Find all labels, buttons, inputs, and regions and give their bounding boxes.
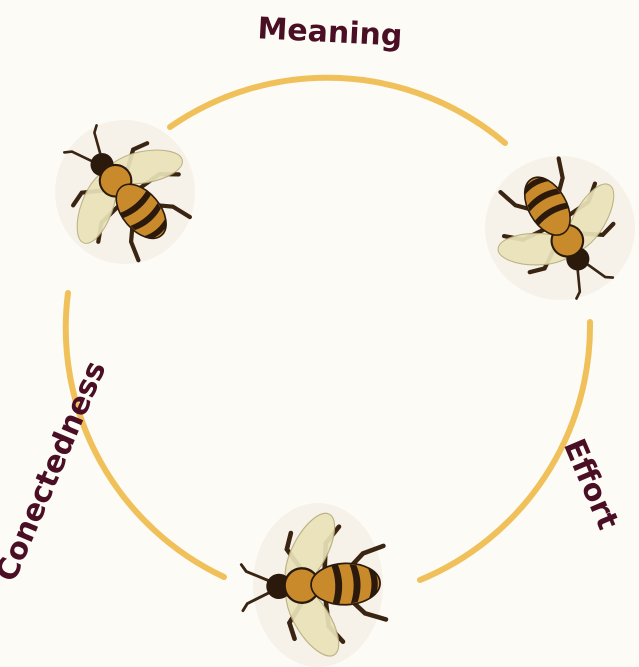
- label-conectedness: Conectedness: [0, 356, 113, 587]
- arc-top: [170, 78, 505, 143]
- bee-icon: [239, 503, 387, 667]
- bee-icon: [25, 93, 219, 285]
- arc-left: [66, 293, 224, 577]
- bee-icon: [467, 139, 639, 324]
- label-meaning: Meaning: [257, 11, 404, 54]
- label-effort: Effort: [556, 434, 625, 535]
